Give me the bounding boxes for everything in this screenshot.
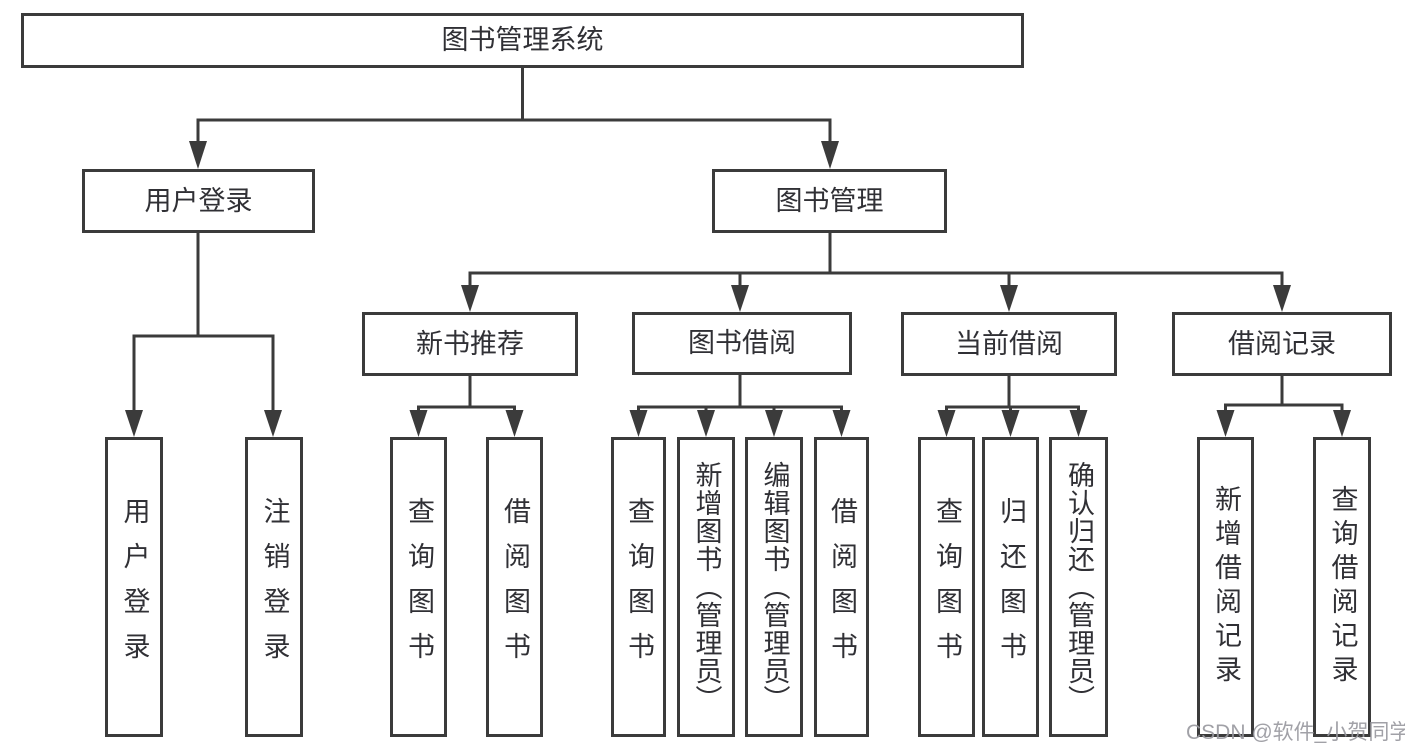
leaf-user-login: 用户登录 <box>105 437 163 737</box>
node-label: 确认归还（管理员） <box>1064 461 1094 713</box>
node-label: 注销登录 <box>259 497 290 677</box>
node-label: 新增图书（管理员） <box>691 461 722 713</box>
node-label: 图书借阅 <box>688 328 796 358</box>
node-label: 查询图书 <box>932 497 962 677</box>
csdn-watermark: CSDN @软件_小贺同学 <box>1186 721 1405 744</box>
node-borrowing-records: 借阅记录 <box>1172 312 1392 376</box>
leaf-return-books: 归还图书 <box>982 437 1039 737</box>
leaf-query-borrow-record: 查询借阅记录 <box>1313 437 1371 737</box>
leaf-query-books-recommend: 查询图书 <box>390 437 447 737</box>
node-label: 借阅图书 <box>827 497 857 677</box>
leaf-logout: 注销登录 <box>245 437 303 737</box>
node-label: 新书推荐 <box>416 328 524 359</box>
node-user-login-module: 用户登录 <box>82 169 315 233</box>
leaf-borrow-books: 借阅图书 <box>814 437 869 737</box>
leaf-query-books-borrow: 查询图书 <box>611 437 666 737</box>
node-label: 查询图书 <box>404 497 434 677</box>
node-label: 新增借阅记录 <box>1211 485 1241 689</box>
node-current-borrowing: 当前借阅 <box>901 312 1117 376</box>
node-label: 查询借阅记录 <box>1327 485 1358 689</box>
node-root-library-system: 图书管理系统 <box>21 13 1024 68</box>
node-book-borrowing: 图书借阅 <box>632 312 852 375</box>
leaf-confirm-return-admin: 确认归还（管理员） <box>1049 437 1108 737</box>
leaf-add-book-admin: 新增图书（管理员） <box>677 437 735 737</box>
leaf-edit-book-admin: 编辑图书（管理员） <box>745 437 803 737</box>
leaf-borrow-books-recommend: 借阅图书 <box>486 437 543 737</box>
node-book-management-module: 图书管理 <box>712 169 947 233</box>
node-label: 用户登录 <box>144 185 253 216</box>
node-new-book-recommendation: 新书推荐 <box>362 312 578 376</box>
node-label: 查询图书 <box>624 497 654 677</box>
node-label: 当前借阅 <box>955 328 1063 359</box>
leaf-add-borrow-record: 新增借阅记录 <box>1197 437 1254 737</box>
node-label: 归还图书 <box>996 497 1026 677</box>
node-label: 图书管理 <box>775 185 884 216</box>
node-label: 借阅记录 <box>1228 328 1336 359</box>
node-label: 编辑图书（管理员） <box>759 461 790 713</box>
node-label: 图书管理系统 <box>441 25 604 55</box>
node-label: 用户登录 <box>119 497 150 677</box>
node-label: 借阅图书 <box>500 497 530 677</box>
leaf-query-books-current: 查询图书 <box>918 437 975 737</box>
